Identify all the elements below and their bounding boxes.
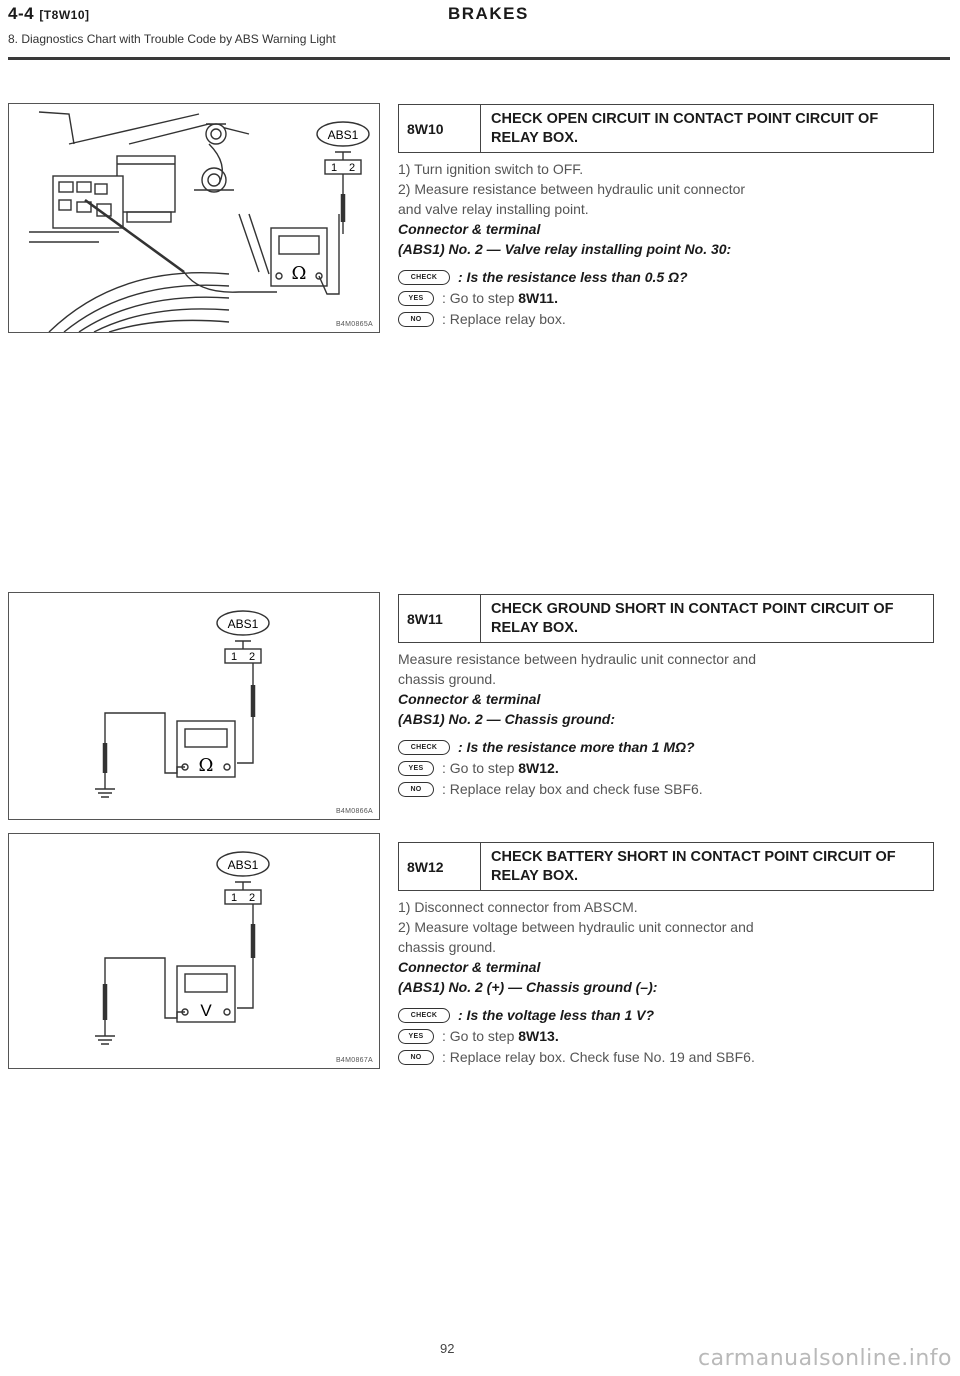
step-8w11: 8W11 CHECK GROUND SHORT IN CONTACT POINT… — [398, 594, 934, 797]
header-rule — [8, 57, 950, 60]
step-title: CHECK BATTERY SHORT IN CONTACT POINT CIR… — [491, 849, 896, 884]
yes-prefix: : Go to step — [442, 760, 519, 776]
yes-prefix: : Go to step — [442, 290, 519, 306]
step-id: 8W10 — [399, 105, 481, 152]
yes-prefix: : Go to step — [442, 1028, 519, 1044]
next-step: 8W13. — [518, 1028, 559, 1044]
no-badge: NO — [398, 311, 434, 327]
connector-terminal-label: Connector & terminal — [398, 959, 541, 975]
section-number: 4-4 [T8W10] — [8, 4, 89, 24]
instruction-line: 2) Measure resistance between hydraulic … — [398, 181, 746, 197]
connector-label: ABS1 — [328, 128, 359, 142]
figure-code: B4M0865A — [335, 321, 373, 328]
no-badge: NO — [398, 781, 434, 797]
pin-label: 1 — [231, 892, 237, 904]
step-header: 8W12 CHECK BATTERY SHORT IN CONTACT POIN… — [398, 842, 934, 891]
battery-short-diagram: ABS1 1 2 V — [95, 851, 270, 1045]
no-answer: NO : Replace relay box. — [398, 311, 934, 327]
pin-label: 2 — [349, 162, 355, 174]
check-question: CHECK : Is the resistance less than 0.5 … — [398, 269, 934, 285]
step-header: 8W11 CHECK GROUND SHORT IN CONTACT POINT… — [398, 594, 934, 643]
instruction-line: chassis ground. — [398, 671, 497, 687]
watermark: carmanualsonline.info — [698, 1346, 952, 1371]
ohm-meter-icon: Ω — [199, 755, 214, 776]
page-number: 92 — [440, 1341, 455, 1356]
instruction-line: and valve relay installing point. — [398, 201, 589, 217]
section-label: 4-4 — [8, 4, 35, 23]
next-step: 8W12. — [518, 760, 559, 776]
check-text: : Is the voltage less than 1 V? — [458, 1007, 655, 1023]
check-question: CHECK : Is the voltage less than 1 V? — [398, 1007, 934, 1023]
step-header: 8W10 CHECK OPEN CIRCUIT IN CONTACT POINT… — [398, 104, 934, 153]
next-step: 8W11. — [518, 290, 558, 306]
connector-terminal-label: Connector & terminal — [398, 691, 541, 707]
connector-terminal-spec: (ABS1) No. 2 (+) — Chassis ground (–): — [398, 979, 658, 995]
step-id: 8W12 — [399, 843, 481, 890]
no-answer: NO : Replace relay box and check fuse SB… — [398, 781, 934, 797]
step-title: CHECK GROUND SHORT IN CONTACT POINT CIRC… — [491, 601, 894, 636]
connector-terminal-spec: (ABS1) No. 2 — Valve relay installing po… — [398, 241, 732, 257]
no-text: : Replace relay box. Check fuse No. 19 a… — [442, 1049, 755, 1065]
instruction-line: 2) Measure voltage between hydraulic uni… — [398, 919, 754, 935]
pin-label: 1 — [331, 162, 337, 174]
yes-badge: YES — [398, 760, 434, 776]
instruction-line: 1) Turn ignition switch to OFF. — [398, 161, 584, 177]
yes-text: : Go to step 8W11. — [442, 290, 558, 306]
check-text: : Is the resistance less than 0.5 Ω? — [458, 269, 688, 285]
step-title: CHECK OPEN CIRCUIT IN CONTACT POINT CIRC… — [491, 111, 879, 146]
yes-answer: YES : Go to step 8W13. — [398, 1028, 934, 1044]
instruction-line: 1) Disconnect connector from ABSCM. — [398, 899, 638, 915]
page-header: 4-4 [T8W10] BRAKES 8. Diagnostics Chart … — [8, 4, 950, 64]
check-question: CHECK : Is the resistance more than 1 MΩ… — [398, 739, 934, 755]
pin-label: 1 — [231, 651, 237, 663]
yes-text: : Go to step 8W12. — [442, 760, 559, 776]
pin-label: 2 — [249, 651, 255, 663]
instruction-line: chassis ground. — [398, 939, 497, 955]
step-id: 8W11 — [399, 595, 481, 642]
yes-badge: YES — [398, 290, 434, 306]
ohm-meter-icon: Ω — [292, 263, 307, 284]
step-8w12: 8W12 CHECK BATTERY SHORT IN CONTACT POIN… — [398, 842, 934, 1065]
no-badge: NO — [398, 1049, 434, 1065]
step-8w10: 8W10 CHECK OPEN CIRCUIT IN CONTACT POINT… — [398, 104, 934, 327]
check-badge: CHECK — [398, 739, 450, 755]
figure-relay-box-resistance: ABS1 1 2 Ω B4M0865A — [8, 103, 380, 333]
ground-short-diagram: ABS1 1 2 Ω — [95, 610, 270, 798]
figure-ground-short: ABS1 1 2 Ω B4M0866A — [8, 592, 380, 820]
figure-code: B4M0866A — [335, 808, 373, 815]
yes-badge: YES — [398, 1028, 434, 1044]
instruction-line: Measure resistance between hydraulic uni… — [398, 651, 756, 667]
pin-label: 2 — [249, 892, 255, 904]
check-badge: CHECK — [398, 1007, 450, 1023]
connector-label: ABS1 — [228, 858, 259, 872]
check-badge: CHECK — [398, 269, 450, 285]
no-text: : Replace relay box. — [442, 311, 566, 327]
figure-code: B4M0867A — [335, 1057, 373, 1064]
volt-meter-icon: V — [200, 1001, 212, 1020]
yes-text: : Go to step 8W13. — [442, 1028, 559, 1044]
check-text: : Is the resistance more than 1 MΩ? — [458, 739, 695, 755]
relay-box-diagram: ABS1 1 2 Ω — [29, 111, 370, 332]
connector-terminal-label: Connector & terminal — [398, 221, 541, 237]
no-text: : Replace relay box and check fuse SBF6. — [442, 781, 703, 797]
figure-battery-short: ABS1 1 2 V B4M0867A — [8, 833, 380, 1069]
chapter-title: BRAKES — [448, 4, 529, 23]
yes-answer: YES : Go to step 8W11. — [398, 290, 934, 306]
no-answer: NO : Replace relay box. Check fuse No. 1… — [398, 1049, 934, 1065]
connector-label: ABS1 — [228, 617, 259, 631]
section-code: [T8W10] — [39, 8, 90, 22]
connector-terminal-spec: (ABS1) No. 2 — Chassis ground: — [398, 711, 616, 727]
yes-answer: YES : Go to step 8W12. — [398, 760, 934, 776]
chapter-subtitle: 8. Diagnostics Chart with Trouble Code b… — [8, 32, 336, 46]
